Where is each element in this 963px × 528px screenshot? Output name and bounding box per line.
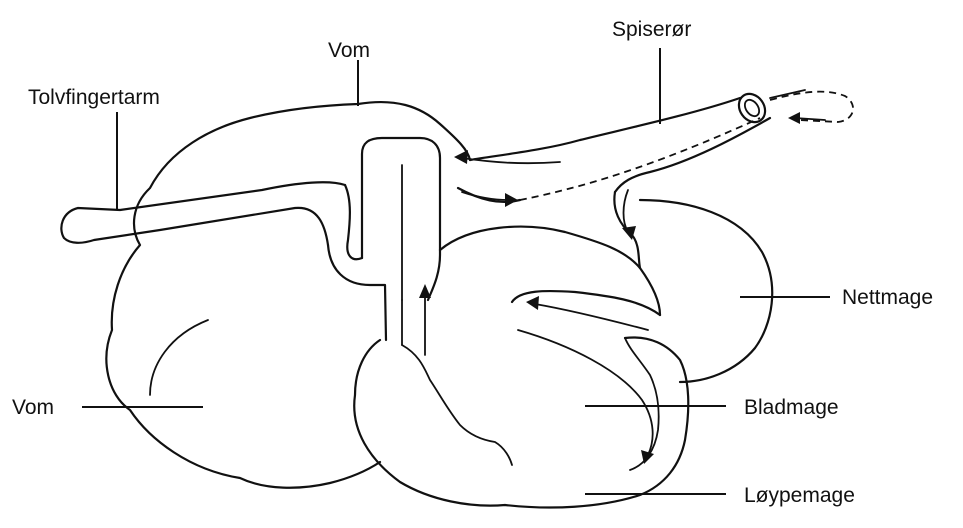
flow-arrowhead-to-omasum	[526, 296, 539, 310]
label-loypemage: Løypemage	[744, 484, 855, 507]
duodenum-tube	[61, 182, 345, 245]
flow-arrowhead-esophagus-in	[788, 112, 800, 124]
duodenum-bend	[345, 185, 362, 259]
flow-arrowhead-rumen-back	[505, 193, 518, 207]
flow-arrow-to-omasum	[535, 304, 648, 330]
rumen-inner-fold	[150, 320, 208, 395]
esophagus-lower-outline	[615, 118, 770, 192]
esophagus-end-dashed	[770, 92, 853, 122]
esophagus-groove-dashed	[520, 118, 760, 200]
rumen-outline	[106, 102, 470, 488]
label-bladmage: Bladmage	[744, 396, 839, 419]
label-vom-left: Vom	[12, 396, 54, 419]
omasum-outline	[440, 227, 660, 315]
flow-arrowhead-to-rumen	[454, 150, 468, 164]
label-spiseror: Spiserør	[612, 18, 691, 41]
abomasum-outline	[354, 337, 688, 507]
label-tolvfingertarm: Tolvfingertarm	[28, 86, 160, 109]
esophagus-opening-inner	[742, 97, 762, 119]
flow-arrow-to-abomasum	[518, 330, 653, 455]
reticulum-outline	[614, 192, 772, 382]
flow-arrowhead-up-intestine	[419, 284, 431, 298]
label-vom-top: Vom	[328, 39, 370, 62]
esophagus-top-wall	[470, 98, 740, 160]
intestine-loop	[362, 138, 440, 300]
abomasum-folds	[402, 338, 659, 470]
label-nettmage: Nettmage	[842, 286, 933, 309]
